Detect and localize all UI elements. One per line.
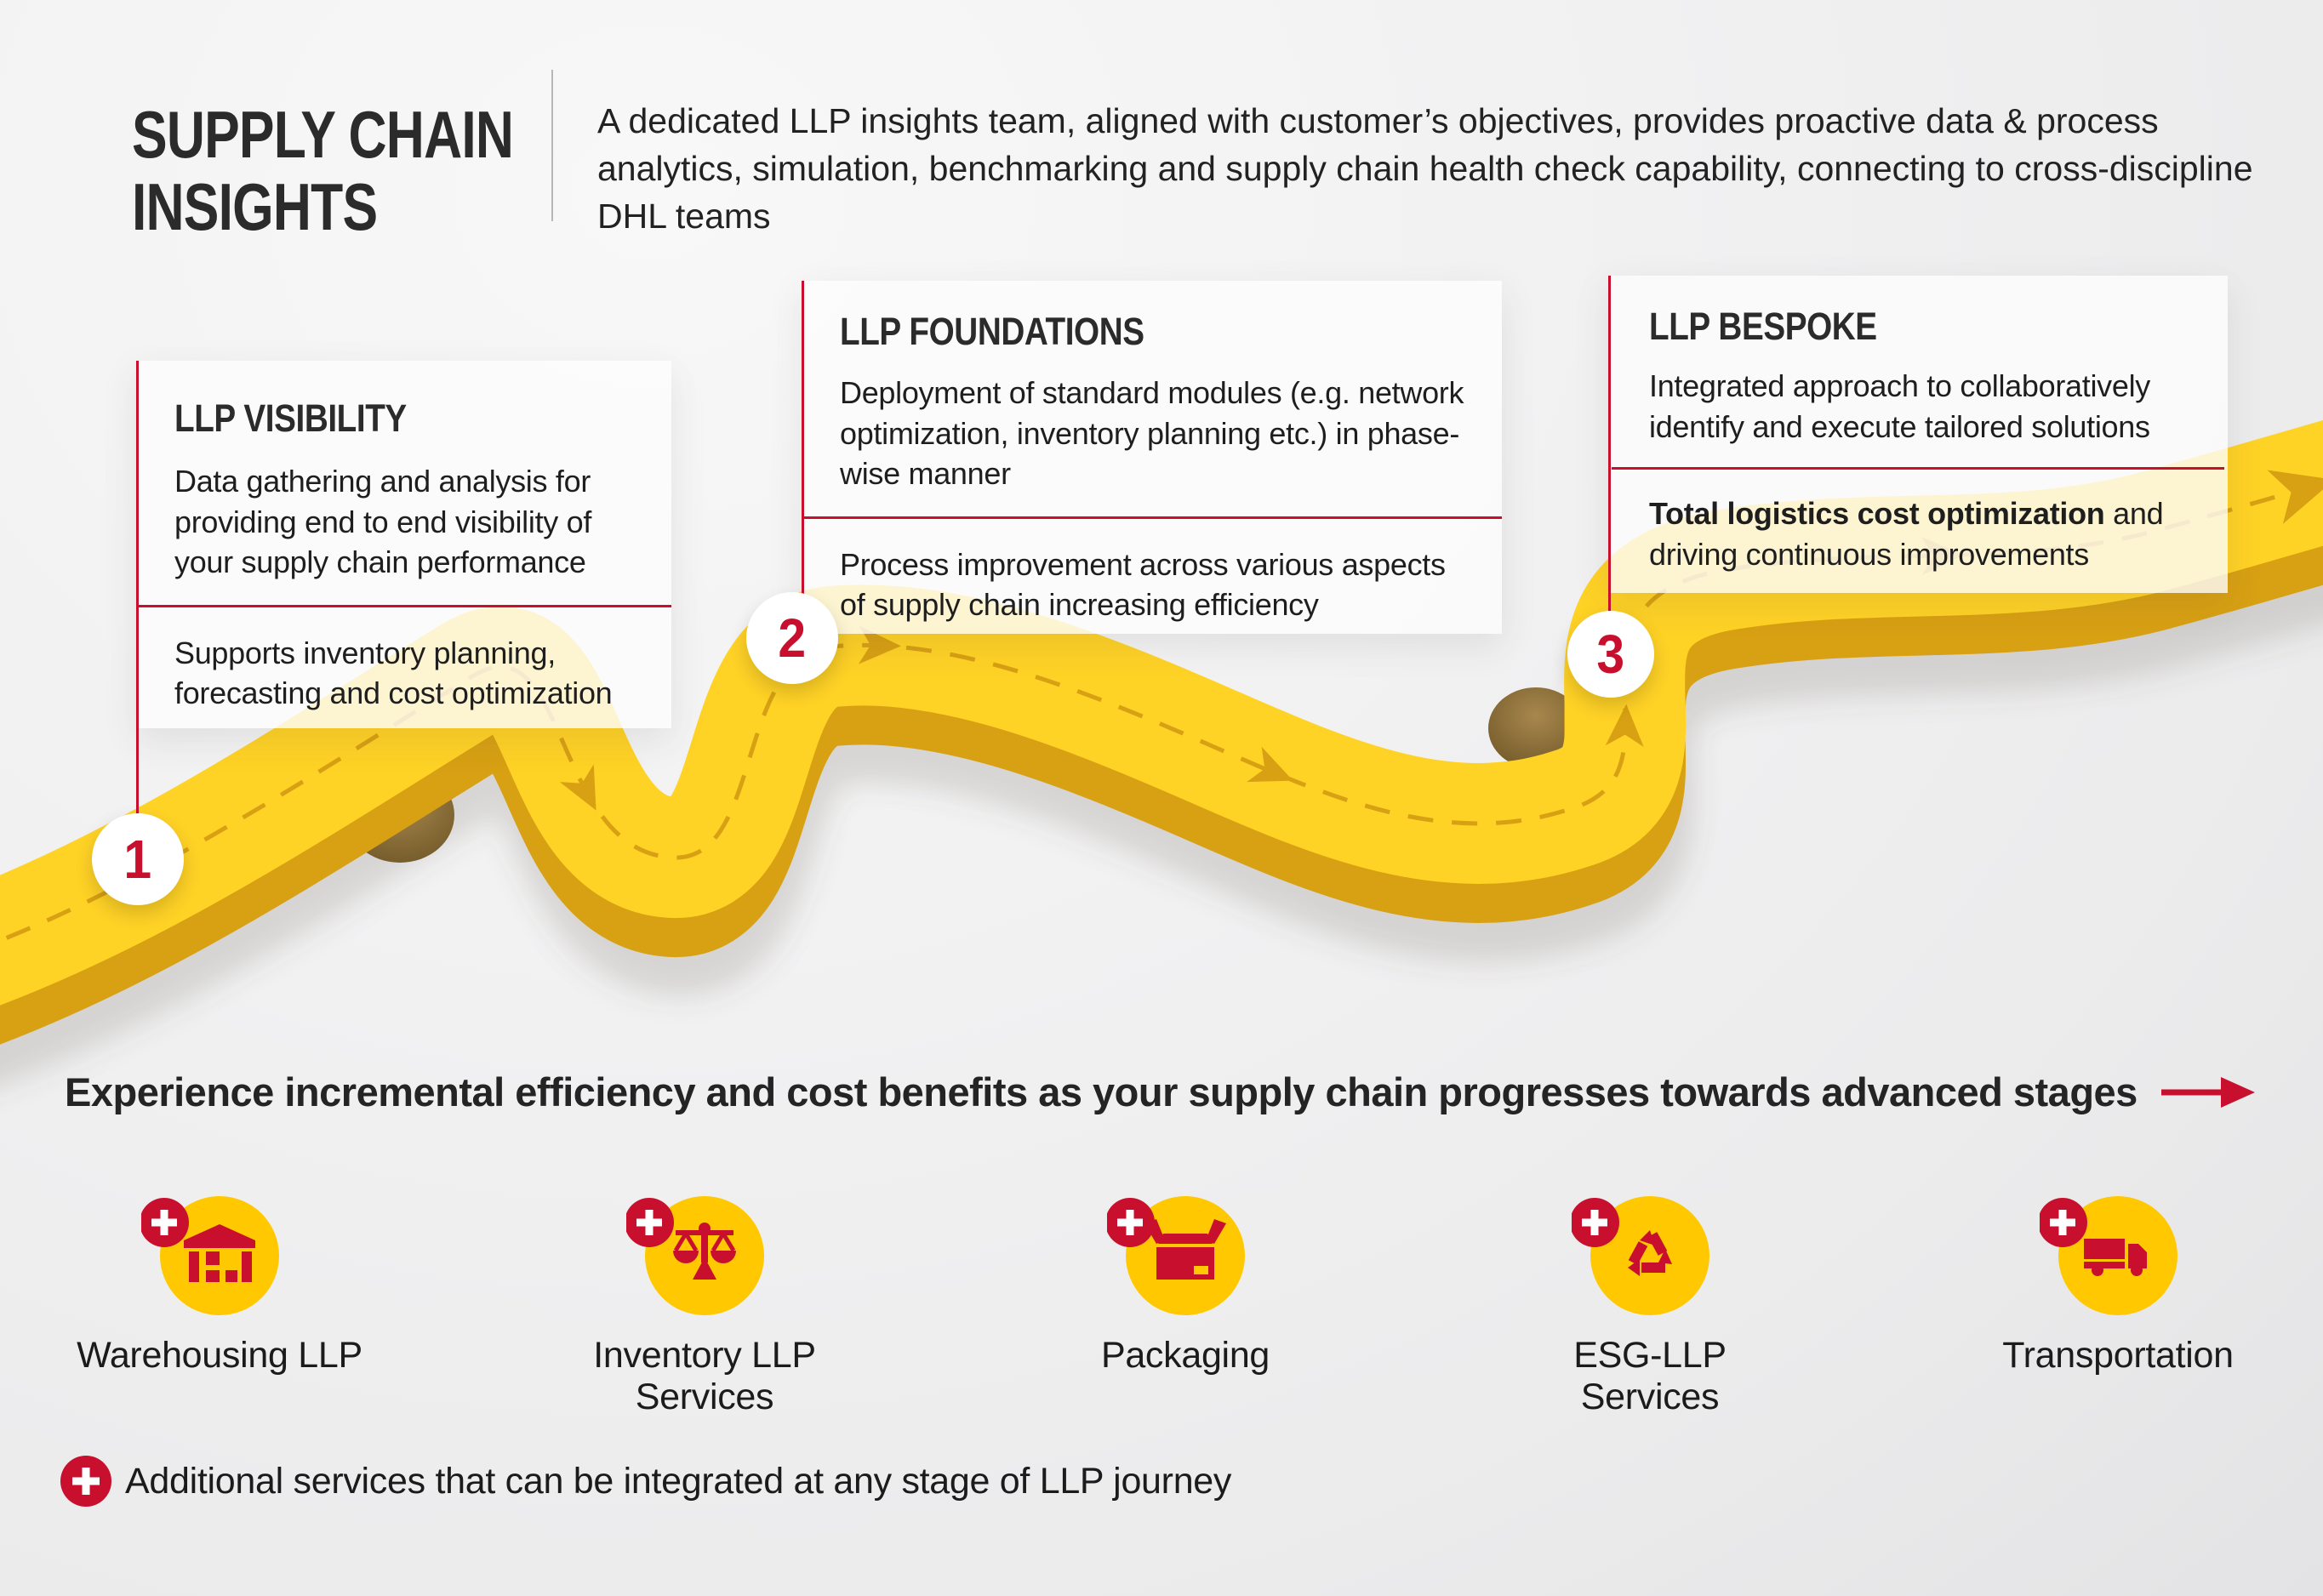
warehouse-icon [140, 1196, 279, 1315]
stage-box-llp-foundations: LLP FOUNDATIONS Deployment of standard m… [802, 281, 1502, 634]
service-warehousing: Warehousing LLP [75, 1191, 364, 1377]
road-hole-right [1488, 687, 1584, 769]
service-label: Transportation [2002, 1335, 2234, 1376]
page-title-line2: INSIGHTS [132, 169, 378, 245]
right-arrow-icon [2160, 1076, 2255, 1108]
footer-note-text: Additional services that can be integrat… [125, 1460, 1232, 1502]
stage-connector-line [802, 281, 804, 596]
recycle-icon [1570, 1196, 1709, 1315]
stage-paragraph: Deployment of standard modules (e.g. net… [840, 375, 1464, 492]
stage-paragraph: Total logistics cost optimization and dr… [1649, 493, 2187, 574]
service-label: Inventory LLP Services [593, 1335, 816, 1417]
service-packaging: Packaging [1041, 1191, 1330, 1377]
stage-box-llp-visibility: LLP VISIBILITY Data gathering and analys… [137, 361, 671, 728]
tagline-text: Experience incremental efficiency and co… [65, 1069, 2138, 1114]
service-label: ESG-LLP Services [1573, 1335, 1727, 1417]
page-title-line1: SUPPLY CHAIN [132, 97, 514, 173]
stage-marker-1: 1 [92, 813, 184, 905]
stage-connector-line [136, 361, 139, 815]
service-label: Warehousing LLP [77, 1335, 362, 1376]
service-esg: ESG-LLP Services [1505, 1191, 1795, 1418]
stage-marker-2: 2 [746, 592, 838, 684]
service-transportation: Transportation [1973, 1191, 2263, 1377]
stage-title: LLP VISIBILITY [174, 396, 407, 440]
stage-paragraph: Integrated approach to collaboratively i… [1649, 368, 2150, 444]
stage-title: LLP BESPOKE [1649, 305, 1877, 348]
stage-paragraph-bold: Total logistics cost optimization [1649, 496, 2105, 532]
intro-paragraph: A dedicated LLP insights team, aligned w… [597, 101, 2253, 236]
truck-icon [2038, 1196, 2177, 1315]
stage-paragraph: Data gathering and analysis for providin… [174, 464, 592, 580]
footer-note: Additional services that can be integrat… [60, 1456, 1231, 1507]
service-inventory: Inventory LLP Services [560, 1191, 849, 1418]
stage-paragraph: Supports inventory planning, forecasting… [174, 635, 613, 711]
stage-connector-line [1608, 276, 1611, 613]
service-label: Packaging [1100, 1335, 1270, 1376]
stage-box-llp-bespoke: LLP BESPOKE Integrated approach to colla… [1608, 276, 2228, 593]
stage-paragraph-rest: and driving continuous improvements [1649, 496, 2164, 572]
stage-divider [1612, 467, 2224, 470]
stage-number: 3 [1596, 624, 1625, 685]
scales-icon [625, 1196, 764, 1315]
stage-paragraph: Process improvement across various aspec… [840, 546, 1446, 623]
page-title: SUPPLY CHAIN INSIGHTS [132, 99, 608, 243]
stage-number: 2 [778, 607, 807, 669]
stage-number: 1 [123, 829, 152, 890]
tagline: Experience incremental efficiency and co… [65, 1069, 2257, 1115]
stage-marker-3: 3 [1567, 611, 1654, 698]
plus-icon [60, 1456, 111, 1507]
header-divider [551, 70, 553, 221]
open-box-icon [1105, 1196, 1245, 1315]
stage-divider [802, 516, 1502, 519]
stage-divider [137, 604, 671, 607]
stage-title: LLP FOUNDATIONS [840, 310, 1144, 353]
